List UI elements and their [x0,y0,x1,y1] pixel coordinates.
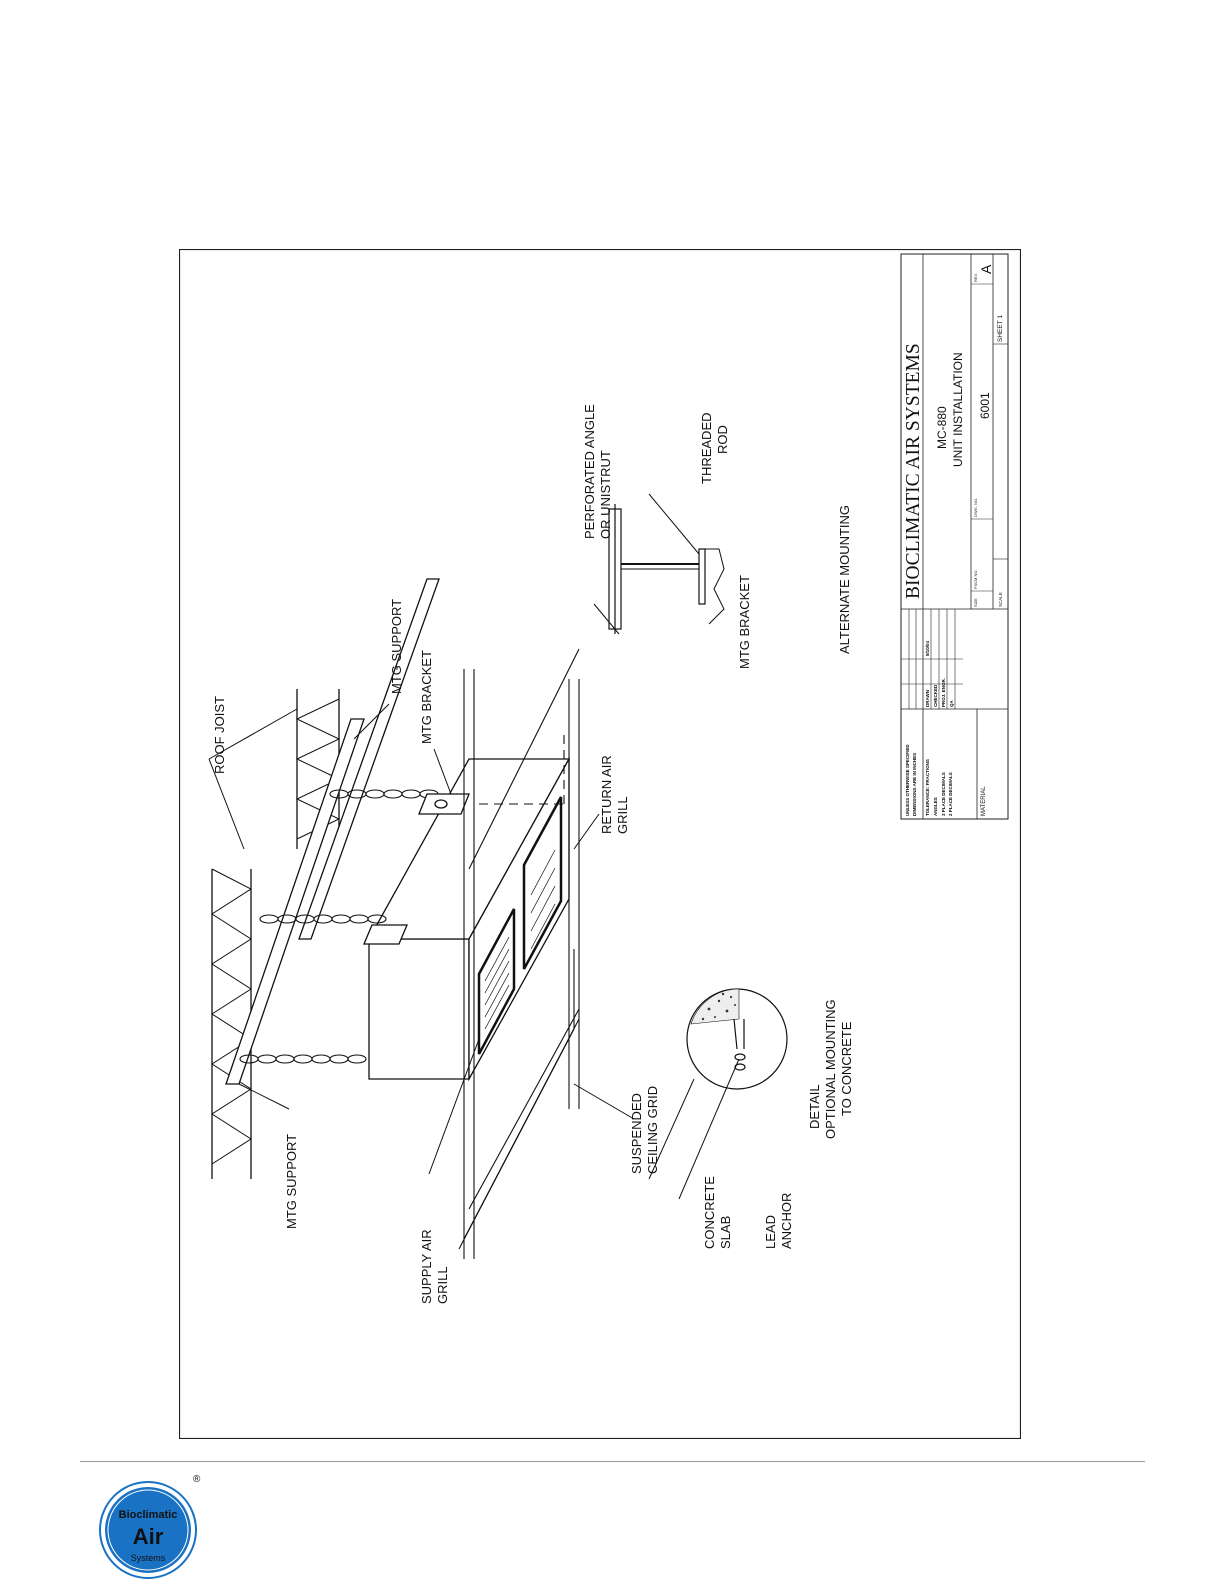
spec-line: TOLERANCE: FRACTIONS [925,759,930,816]
sheet-number: SHEET 1 [997,315,1004,342]
dwg-label: DWG. NO. [973,498,978,517]
label-detail: DETAIL [807,1084,822,1129]
roof-joist-left [211,868,253,1179]
drawing-description: UNIT INSTALLATION [951,352,965,467]
label-mtg-support-top: MTG SUPPORT [389,599,404,694]
label-ceiling-grid: CEILING GRID [645,1086,660,1174]
fscm-label: FSCM NO. [973,569,978,589]
bioclimatic-logo: Bioclimatic Air Systems ® [96,1470,208,1582]
main-installation-view [208,578,635,1259]
label-supply-air: SUPPLY AIR [419,1229,434,1304]
mtg-support-beam-back [298,578,440,940]
label-supply-grill: GRILL [435,1266,450,1304]
material-label: MATERIAL [981,786,987,816]
label-suspended: SUSPENDED [629,1093,644,1174]
label-alt-mtg-bracket: MTG BRACKET [737,575,752,669]
label-slab: SLAB [718,1216,733,1249]
label-alternate-mounting: ALTERNATE MOUNTING [837,505,852,654]
logo-line1: Bioclimatic [119,1509,178,1521]
label-lead: LEAD [763,1215,778,1249]
suspended-ceiling-grid [458,648,580,1259]
mtg-bracket [418,793,470,815]
label-anchor: ANCHOR [779,1193,794,1249]
installation-drawing: UNLESS OTHERWISE SPECIFIED DIMENSIONS AR… [178,248,1022,1440]
label-concrete: CONCRETE [702,1176,717,1249]
drawing-sheet: UNLESS OTHERWISE SPECIFIED DIMENSIONS AR… [178,248,1022,1440]
label-roof-joist: ROOF JOIST [212,696,227,774]
footer-rule [80,1461,1145,1462]
concrete-detail [648,988,788,1200]
sheet-border [178,248,1022,1440]
label-rod: ROD [715,425,730,454]
company-name: BIOCLIMATIC AIR SYSTEMS [903,343,924,599]
scale-label: SCALE [998,592,1003,607]
size-label: SIZE [973,598,978,607]
leader-lines [208,703,635,1175]
spec-line: DIMENSIONS ARE IN INCHES [912,753,917,816]
chain-front [239,1054,367,1064]
mtg-bracket-rear [363,924,408,945]
label-perforated-angle: PERFORATED ANGLE [582,404,597,539]
logo-line2: Air [133,1524,164,1549]
title-block: UNLESS OTHERWISE SPECIFIED DIMENSIONS AR… [900,253,1009,820]
model-number: MC-880 [935,406,949,449]
drawing-number: 6001 [978,392,992,419]
spec-line: 3 PLACE DECIMALS [941,772,946,816]
qa-label: QA [949,699,954,707]
return-air-grill [522,796,563,970]
chain-back [329,789,439,799]
alternate-mounting-view [593,493,725,635]
drawing-labels: ROOF JOIST MTG SUPPORT MTG BRACKET RETUR… [212,404,854,1304]
label-to-concrete: TO CONCRETE [839,1021,854,1116]
spec-line: UNLESS OTHERWISE SPECIFIED [905,744,910,816]
label-return-grill: GRILL [615,796,630,834]
label-mtg-bracket: MTG BRACKET [419,650,434,744]
mtg-support-beam-front [225,718,365,1085]
logo-line3: Systems [131,1553,166,1563]
checked-label: CHECKED [933,684,938,707]
registered-mark: ® [193,1474,201,1485]
rev-label: REV. [973,273,978,282]
chain-middle [259,914,387,924]
revision: A [978,264,994,274]
drawn-label: DRAWN [925,690,930,707]
drawn-date: 8/10/04 [925,640,930,656]
proj-engr-label: PROJ. ENGR. [941,678,946,707]
label-optional-mounting: OPTIONAL MOUNTING [823,999,838,1139]
label-return-air: RETURN AIR [599,755,614,834]
ac-unit-body [367,756,571,1082]
supply-air-grill [477,908,516,1055]
label-mtg-support-left: MTG SUPPORT [284,1134,299,1229]
label-unistrut: OR UNISTRUT [598,450,613,539]
spec-line: ANGLES [933,797,938,816]
spec-line: 2 PLACE DECIMALS [948,772,953,816]
label-threaded: THREADED [699,412,714,484]
